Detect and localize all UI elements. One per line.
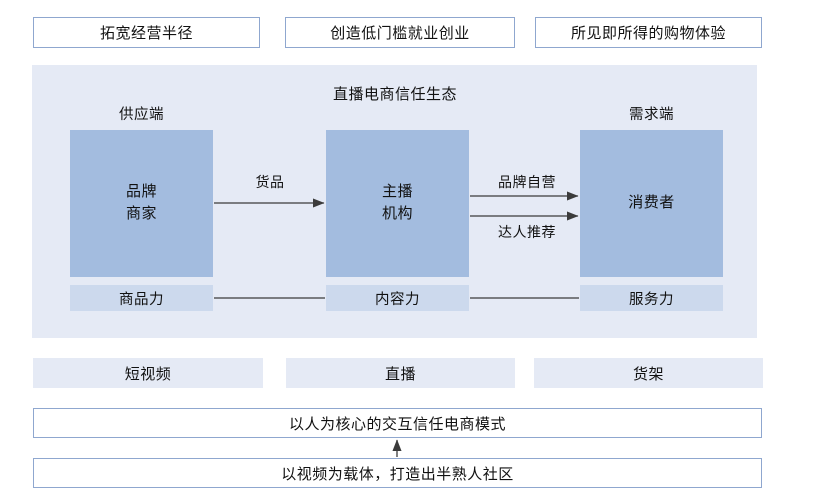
channel-label: 短视频: [124, 366, 172, 383]
actor-box-consumer[interactable]: 消费者: [580, 130, 723, 277]
actor-line-1: 主播: [381, 183, 413, 200]
channel-box-livestream[interactable]: 直播: [286, 358, 515, 388]
actor-line-2: 机构: [381, 205, 413, 222]
statement-label: 拓宽经营半径: [99, 26, 193, 42]
channel-label: 货架: [632, 366, 664, 383]
capability-label: 内容力: [375, 291, 420, 308]
actor-box-brand-merchant[interactable]: 品牌 商家: [70, 130, 213, 277]
demand-side-label: 需求端: [629, 107, 674, 123]
flow-label-goods: 货品: [255, 176, 285, 191]
flow-label-brand-self-operated: 品牌自营: [498, 176, 556, 191]
supply-side-label: 供应端: [119, 107, 164, 123]
capability-box-content-power[interactable]: 内容力: [326, 285, 469, 311]
channel-label: 直播: [384, 366, 416, 383]
actor-box-host-agency[interactable]: 主播 机构: [326, 130, 469, 277]
statement-box-2[interactable]: 创造低门槛就业创业: [285, 17, 515, 48]
statement-box-1[interactable]: 拓宽经营半径: [33, 17, 260, 48]
banner-label: 以视频为载体，打造出半熟人社区: [281, 466, 514, 483]
ecosystem-title: 直播电商信任生态: [332, 87, 457, 103]
capability-box-product-power[interactable]: 商品力: [70, 285, 213, 311]
capability-box-service-power[interactable]: 服务力: [580, 285, 723, 311]
banner-video-community[interactable]: 以视频为载体，打造出半熟人社区: [33, 458, 762, 488]
statement-label: 创造低门槛就业创业: [330, 26, 470, 42]
capability-label: 服务力: [629, 291, 674, 308]
statement-box-3[interactable]: 所见即所得的购物体验: [535, 17, 762, 48]
channel-box-shelf[interactable]: 货架: [534, 358, 763, 388]
capability-label: 商品力: [119, 291, 164, 308]
banner-label: 以人为核心的交互信任电商模式: [288, 416, 506, 433]
statement-label: 所见即所得的购物体验: [570, 26, 726, 42]
banner-trust-commerce-model[interactable]: 以人为核心的交互信任电商模式: [33, 408, 762, 438]
flow-label-influencer-recommendation: 达人推荐: [498, 226, 556, 241]
channel-box-short-video[interactable]: 短视频: [33, 358, 263, 388]
actor-line-2: 商家: [125, 205, 157, 222]
actor-line-1: 品牌: [125, 183, 157, 200]
actor-line-1: 消费者: [628, 194, 675, 211]
